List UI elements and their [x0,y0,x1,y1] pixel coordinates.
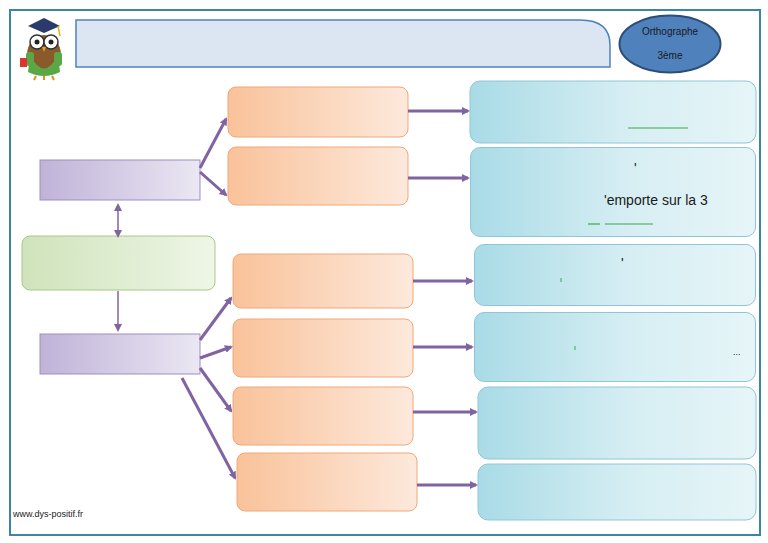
ellipse-outline [618,14,722,74]
ellipsis-text: ... [733,347,741,357]
rule-box [237,453,417,511]
example-box: ... [474,312,756,382]
example-box [478,464,756,520]
subject-ellipse: Orthographe 3ème [618,14,722,74]
owl-mascot [20,18,62,80]
rule-box [233,387,413,445]
rule-box [233,319,413,377]
rule-box [233,254,413,308]
rule-box [228,147,408,205]
category-box [40,160,200,200]
example-text: ' [621,255,624,271]
example-text: ' [634,160,637,176]
page-frame [10,10,760,535]
subject-label: Orthographe [618,26,722,37]
example-box [470,81,756,143]
title-banner [76,20,610,67]
example-box: ' [474,244,756,306]
connector-arrows [118,111,476,485]
example-text: 'emporte sur la 3 [604,192,708,208]
website-label: www.dys-positif.fr [13,509,83,519]
underline-mark [628,127,688,128]
category-box [40,334,200,374]
central-box [22,236,215,290]
ellipse-shape [620,16,721,73]
rule-box [228,87,408,137]
grade-label: 3ème [618,50,722,61]
example-box [478,387,756,459]
example-box: ' 'emporte sur la 3 [470,147,756,237]
